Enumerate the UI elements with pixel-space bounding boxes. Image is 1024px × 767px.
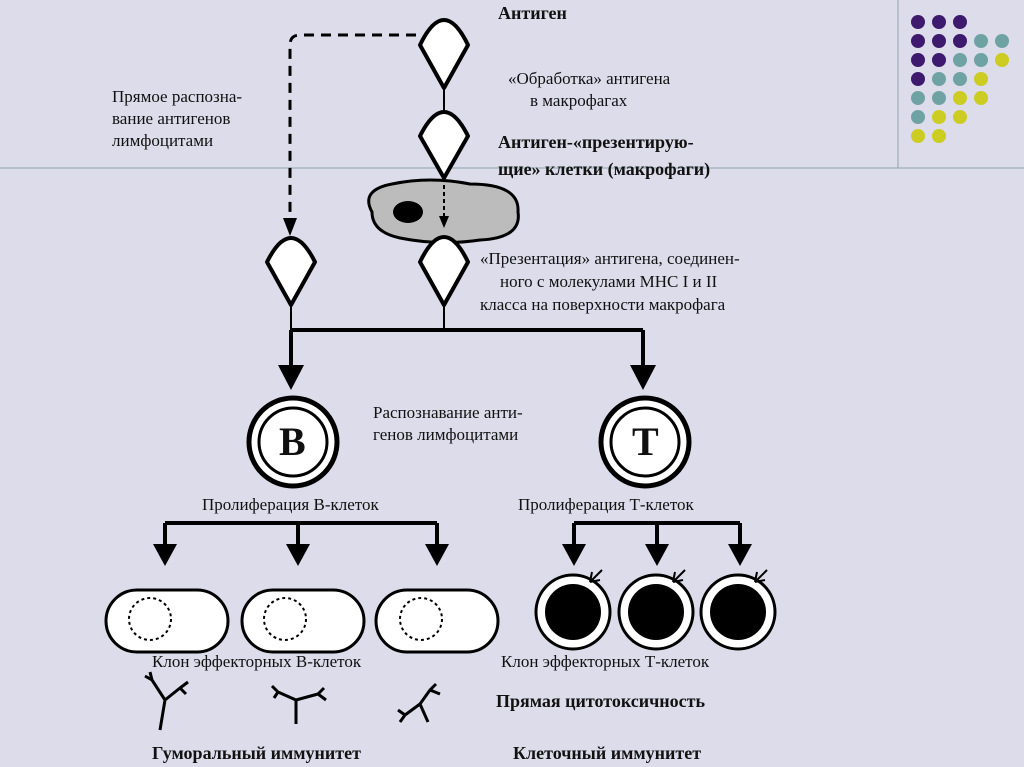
antigen-shape-processed: [418, 110, 470, 180]
antibody-3: [397, 682, 441, 723]
recognition-label-line2: генов лимфоцитами: [373, 425, 519, 444]
clone-b-label: Клон эффекторных В-клеток: [152, 652, 362, 671]
arrow-to-b: [278, 365, 304, 390]
apc-label-line1: Антиген-«презентирую-: [498, 132, 694, 152]
proliferation-t-label: Пролиферация Т-клеток: [518, 495, 694, 514]
effector-t-cell-2: [617, 569, 695, 651]
processing-label-line1: «Обработка» антигена: [508, 69, 671, 88]
effector-b-cell-1: [104, 588, 230, 654]
b-lymphocyte: [246, 395, 340, 489]
direct-recognition-line2: вание антигенов: [112, 109, 231, 128]
effector-t-cell-3: [699, 569, 777, 651]
antigen-label: Антиген: [498, 3, 567, 23]
cellular-immunity-label: Клеточный иммунитет: [513, 743, 702, 763]
direct-recognition-line3: лимфоцитами: [112, 131, 214, 150]
effector-b-cell-2: [240, 588, 366, 654]
antibody-2: [270, 684, 327, 724]
direct-recognition-dashed-path: [288, 33, 416, 222]
antigen-shape-presented: [418, 235, 470, 307]
arrow-to-t: [630, 365, 656, 390]
presentation-label-line2: ного с молекулами МНС I и II: [500, 272, 718, 291]
direct-recognition-line1: Прямое распозна-: [112, 87, 243, 106]
t-cell-letter: T: [632, 419, 659, 464]
effector-b-cell-3: [374, 588, 500, 654]
apc-label-line2: щие» клетки (макрофаги): [498, 159, 711, 179]
clone-t-label: Клон эффекторных Т-клеток: [501, 652, 710, 671]
effector-t-cell-1: [534, 569, 612, 651]
macrophage-nucleus: [393, 201, 423, 223]
t-lymphocyte: [598, 395, 692, 489]
humoral-immunity-label: Гуморальный иммунитет: [152, 743, 361, 763]
proliferation-b-label: Пролиферация В-клеток: [202, 495, 379, 514]
macrophage-cell: [367, 178, 520, 245]
cytotoxicity-label: Прямая цитотоксичность: [496, 691, 705, 711]
presentation-label-line3: класса на поверхности макрофага: [480, 295, 726, 314]
recognition-label-line1: Распознавание анти-: [373, 403, 523, 422]
antigen-shape-direct: [265, 236, 317, 307]
processing-label-line2: в макрофагах: [530, 91, 628, 110]
presentation-label-line1: «Презентация» антигена, соединен-: [480, 249, 740, 268]
antigen-shape-top: [418, 18, 470, 90]
antibody-1: [144, 671, 189, 731]
b-cell-letter: B: [279, 419, 306, 464]
decorative-dots: [911, 15, 1009, 143]
